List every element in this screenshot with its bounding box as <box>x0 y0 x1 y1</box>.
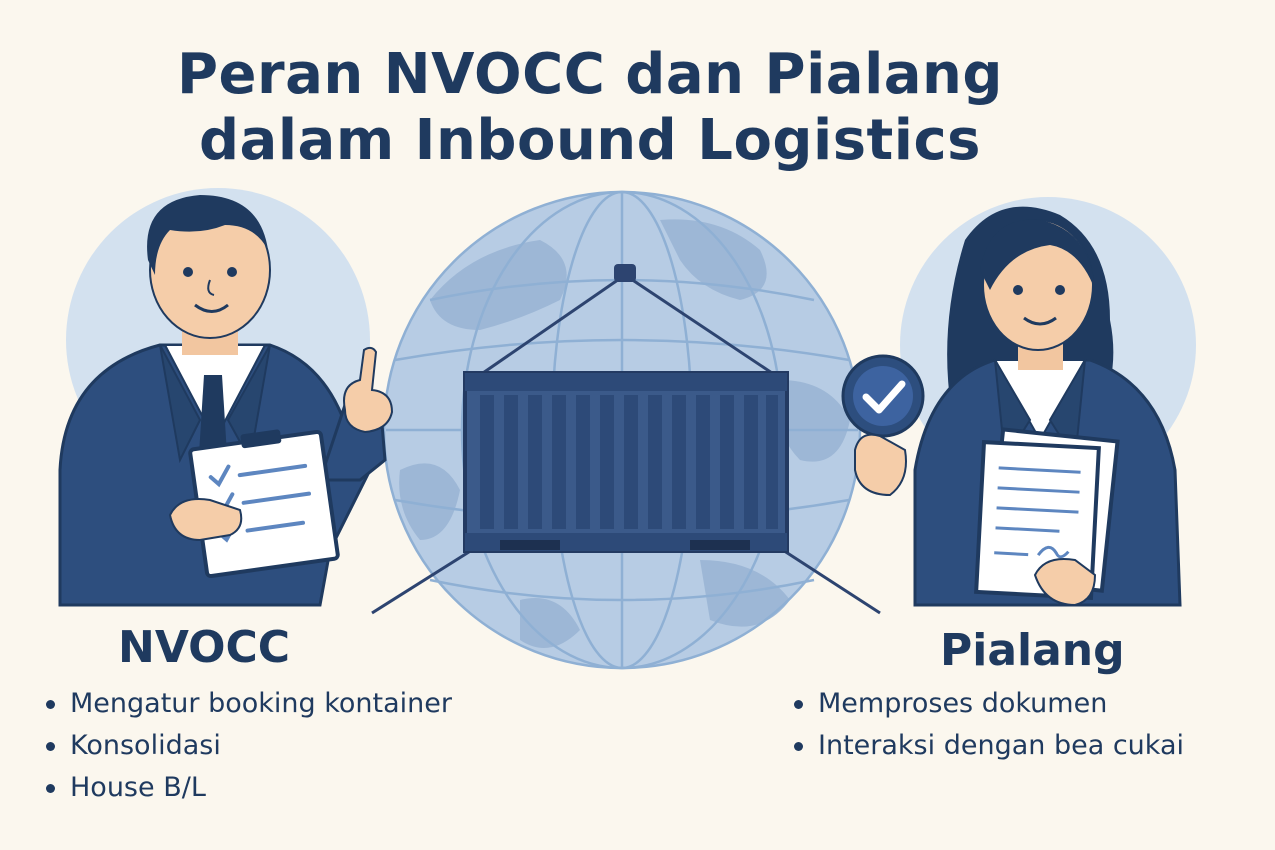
bullet-dot <box>46 742 55 751</box>
pialang-person-illustration <box>841 206 1182 607</box>
nvocc-person-illustration <box>58 195 394 607</box>
bullet-dot <box>46 700 55 709</box>
list-item: House B/L <box>42 767 452 809</box>
list-item: Interaksi dengan bea cukai <box>790 725 1184 767</box>
list-item: Mengatur booking kontainer <box>42 683 452 725</box>
list-item: Konsolidasi <box>42 725 452 767</box>
bullet-dot <box>794 742 803 751</box>
nvocc-heading: NVOCC <box>118 622 291 673</box>
clipboard-icon <box>188 429 340 579</box>
pialang-bullet-list: Memproses dokumen Interaksi dengan bea c… <box>790 683 1184 767</box>
title-line-1: Peran NVOCC dan Pialang <box>176 42 1003 107</box>
bullet-dot <box>46 784 55 793</box>
document-icon <box>974 427 1120 601</box>
checkmark-badge-icon <box>841 354 925 438</box>
bullet-dot <box>794 700 803 709</box>
page-title: Peran NVOCC dan Pialang dalam Inbound Lo… <box>0 42 1180 174</box>
nvocc-bullet-list: Mengatur booking kontainer Konsolidasi H… <box>42 683 452 809</box>
pialang-heading: Pialang <box>940 625 1125 676</box>
list-item: Memproses dokumen <box>790 683 1184 725</box>
title-line-2: dalam Inbound Logistics <box>198 108 982 173</box>
shipping-container-icon <box>371 264 881 615</box>
